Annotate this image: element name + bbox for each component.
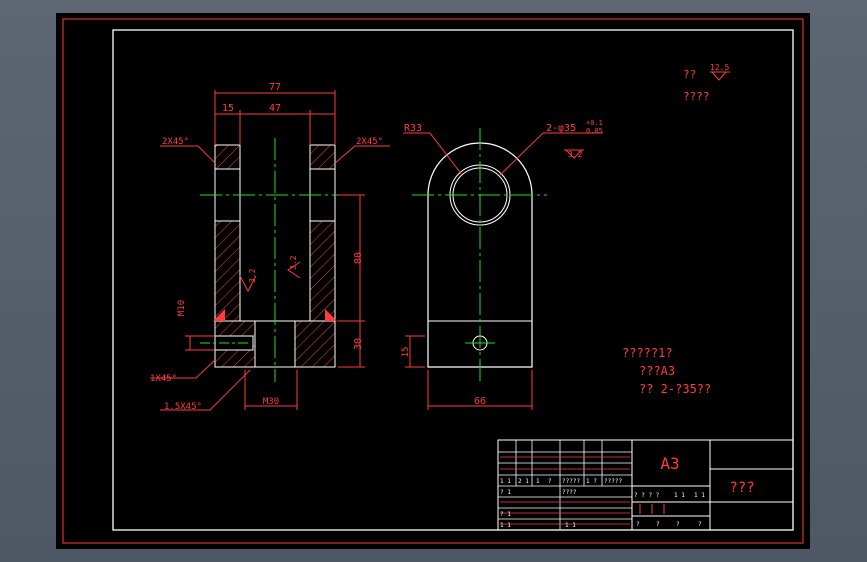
drawing-name: ??? xyxy=(729,480,754,496)
tb-cell: ????? xyxy=(562,478,580,485)
dim-radius-r33: R33 xyxy=(404,123,422,134)
dim-side-height-15: 15 xyxy=(401,347,411,358)
roughness-symbol xyxy=(711,71,727,81)
side-view: R33 2-φ35 +0.1 0.05 3.2 15 66 xyxy=(401,119,603,410)
tb-cell: ? ? ? ? xyxy=(634,492,660,499)
dim-chamfer-right: 2X45° xyxy=(356,137,383,147)
right-prong-top-section xyxy=(309,144,336,170)
model-space-background xyxy=(56,13,810,549)
dim-tolerance-upper: +0.1 xyxy=(586,119,603,127)
dim-chamfer-left: 2X45° xyxy=(162,137,189,147)
roughness-rest: ???? xyxy=(683,90,710,103)
roughness-inner-value: 3.2 xyxy=(248,268,257,283)
tb-cell: 2 1 xyxy=(518,478,529,485)
tb-cell: ? xyxy=(698,521,702,528)
tb-cell: ???? xyxy=(562,489,577,496)
dim-thread-m30: M30 xyxy=(263,397,279,407)
requirement-line-2: ???A3 xyxy=(639,364,675,378)
dim-overall-width: 77 xyxy=(269,82,281,93)
tb-cell: ? xyxy=(548,478,552,485)
tb-cell: ? 1 xyxy=(500,511,511,518)
dim-chamfer-15x45: 1.5X45° xyxy=(164,402,202,412)
dim-height-80: 80 xyxy=(353,252,364,264)
front-view: 77 15 47 2X45° 2X45° 80 30 M10 1X45° 1.5… xyxy=(150,82,390,412)
sheet-size: A3 xyxy=(660,454,679,473)
title-block: A3 ??? 1 1 2 1 1 ? ????? 1 ? ????? ? 1 ?… xyxy=(497,439,794,531)
dim-chamfer-1x45: 1X45° xyxy=(150,374,177,384)
technical-requirements: ?????1? ???A3 ?? 2-?35?? xyxy=(622,346,711,396)
tb-cell: ? xyxy=(636,521,640,528)
requirement-line-3: ?? 2-?35?? xyxy=(639,382,711,396)
base-right-section xyxy=(294,320,336,368)
left-prong-top-section xyxy=(214,144,241,170)
tb-cell: 1 xyxy=(536,478,540,485)
roughness-label: ?? xyxy=(683,68,696,81)
dim-tolerance-lower: 0.05 xyxy=(586,127,603,135)
tb-cell: 1 1 xyxy=(694,492,705,499)
dim-height-30: 30 xyxy=(353,338,364,350)
roughness-slot-value: 3.2 xyxy=(289,255,298,270)
dim-thread-m10: M10 xyxy=(177,300,187,316)
tb-cell: ? 1 xyxy=(500,489,511,496)
roughness-value: 12.5 xyxy=(710,63,729,72)
chamfer-mark-right xyxy=(325,309,337,321)
dim-hole-diameter: 2-φ35 xyxy=(546,123,576,134)
left-prong-body-section xyxy=(214,220,241,322)
roughness-note: ?? 12.5 ???? xyxy=(683,63,730,103)
dim-slot-width: 47 xyxy=(269,103,281,114)
side-profile-outline xyxy=(427,142,533,368)
tb-cell: 1 1 xyxy=(500,522,511,529)
tb-cell: 1 1 xyxy=(565,522,576,529)
tb-cell: 1 1 xyxy=(500,478,511,485)
chamfer-mark-left xyxy=(213,309,225,321)
requirement-title: ?????1? xyxy=(622,346,673,360)
tb-cell: ????? xyxy=(604,478,622,485)
tb-cell: ? xyxy=(676,521,680,528)
roughness-hole-value: 3.2 xyxy=(568,150,583,159)
tb-cell: 1 ? xyxy=(586,478,597,485)
outer-frame xyxy=(62,18,804,544)
dim-left-offset: 15 xyxy=(222,103,234,114)
drawing-border xyxy=(112,29,794,531)
dim-side-width-66: 66 xyxy=(474,396,486,407)
right-prong-body-section xyxy=(309,220,336,322)
tb-cell: ? xyxy=(656,521,660,528)
tb-cell: 1 1 xyxy=(674,492,685,499)
